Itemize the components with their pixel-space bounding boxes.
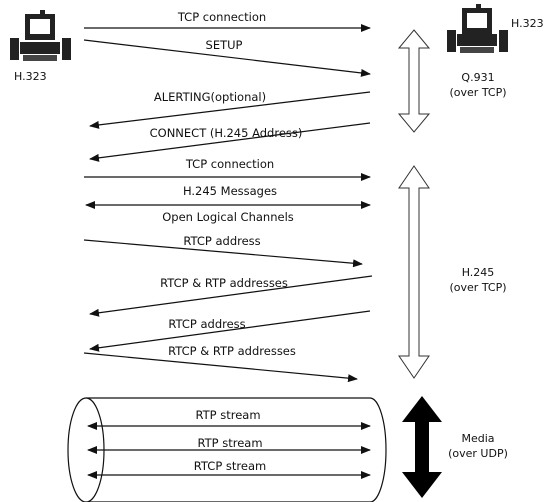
message-3: ALERTING(optional) — [89, 90, 371, 129]
message-9: RTCP & RTP addresses — [89, 275, 373, 317]
h245-sublabel: (over TCP) — [450, 281, 507, 294]
message-7-label: Open Logical Channels — [162, 210, 294, 224]
stream-3: RTCP stream — [87, 459, 371, 479]
stream-1-label: RTP stream — [195, 408, 260, 422]
media-label: Media — [461, 432, 494, 445]
media-sublabel: (over UDP) — [448, 447, 508, 460]
message-11-label: RTCP & RTP addresses — [168, 344, 296, 358]
message-5-label: TCP connection — [185, 157, 274, 171]
q931-label: Q.931 — [461, 71, 494, 84]
message-4-label: CONNECT (H.245 Address) — [150, 126, 303, 140]
message-3-label: ALERTING(optional) — [154, 90, 266, 104]
message-7-label-group: Open Logical Channels — [162, 210, 294, 224]
message-6-label: H.245 Messages — [183, 184, 277, 198]
message-1-label: TCP connection — [177, 10, 266, 24]
message-5: TCP connection — [84, 157, 371, 181]
h245-phase-arrow — [398, 165, 430, 379]
message-2: SETUP — [83, 38, 371, 77]
stream-2-label: RTP stream — [197, 436, 262, 450]
q931-phase-arrow — [397, 29, 431, 133]
message-1: TCP connection — [84, 10, 371, 32]
media-phase-arrow — [402, 396, 442, 498]
q931-sublabel: (over TCP) — [450, 86, 507, 99]
message-9-label: RTCP & RTP addresses — [160, 276, 288, 290]
stream-1: RTP stream — [87, 408, 371, 430]
stream-2: RTP stream — [87, 436, 371, 454]
right-computer-icon — [447, 4, 508, 53]
message-4: CONNECT (H.245 Address) — [89, 122, 371, 162]
left-computer-icon — [10, 10, 71, 61]
message-10: RTCP address — [89, 310, 371, 352]
message-2-label: SETUP — [206, 38, 243, 52]
right-endpoint-label: H.323 — [511, 17, 544, 30]
message-11: RTCP & RTP addresses — [83, 344, 358, 383]
message-6: H.245 Messages — [85, 184, 371, 209]
message-8: RTCP address — [83, 234, 363, 268]
left-endpoint-label: H.323 — [14, 70, 47, 83]
stream-3-label: RTCP stream — [194, 459, 266, 473]
message-10-label: RTCP address — [168, 317, 245, 331]
h245-label: H.245 — [462, 266, 495, 279]
message-8-label: RTCP address — [183, 234, 260, 248]
